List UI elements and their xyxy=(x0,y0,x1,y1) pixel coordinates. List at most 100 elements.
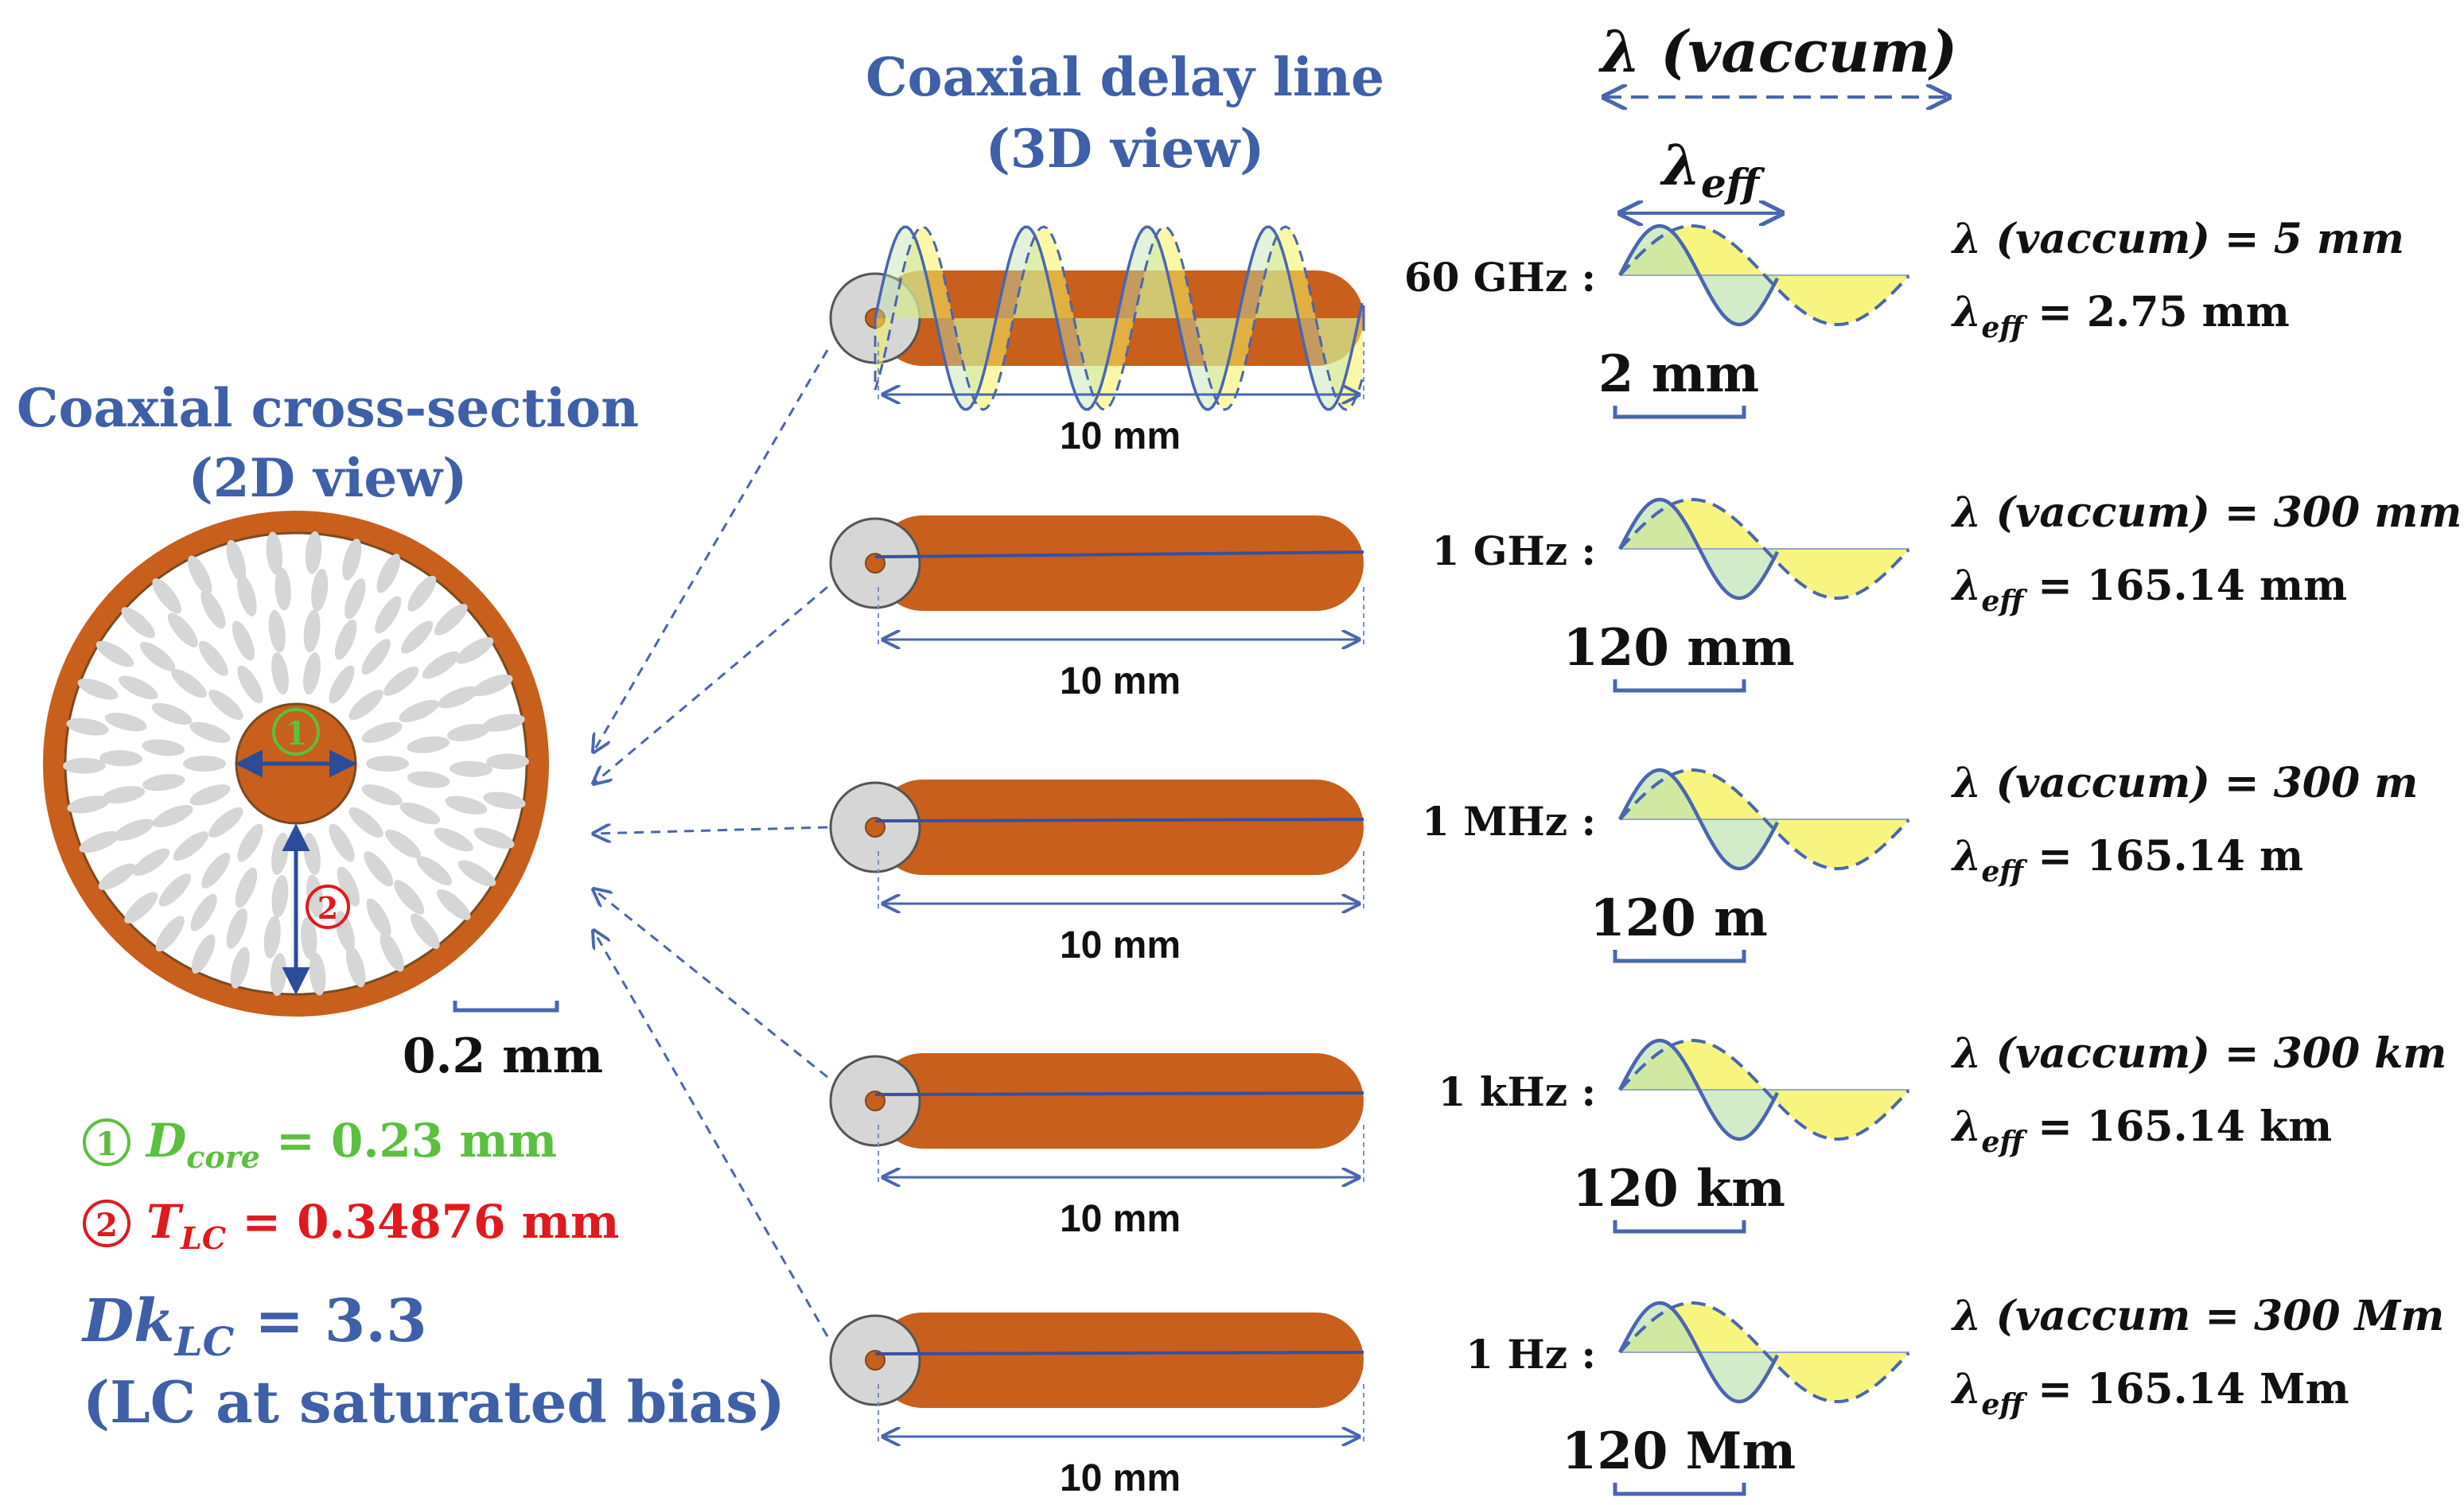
lc-molecule xyxy=(237,665,263,704)
lc-molecule xyxy=(456,637,494,664)
cable-length-label: 10 mm xyxy=(1060,415,1181,457)
lc-molecule xyxy=(142,739,185,756)
wave-fill-green xyxy=(875,227,1364,410)
lc-molecule xyxy=(309,952,326,996)
cable-body xyxy=(875,515,1364,611)
lc-molecule xyxy=(305,531,322,574)
lc-molecule xyxy=(457,860,496,887)
lc-molecule xyxy=(366,756,409,772)
lc-molecule xyxy=(226,539,247,581)
effective-wavelength-value: = 165.14 mm xyxy=(2023,562,2347,610)
lc-molecule xyxy=(66,718,109,736)
lc-molecule xyxy=(434,827,473,852)
lc-molecule xyxy=(306,874,324,918)
lc-molecule xyxy=(237,823,263,862)
delay-line-title: Coaxial delay line xyxy=(866,46,1384,108)
lc-molecule xyxy=(198,640,228,676)
wave-scale-bar xyxy=(1613,406,1746,419)
lc-molecule xyxy=(344,578,366,620)
lc-molecule xyxy=(173,831,208,861)
wave-scale-label: 120 Mm xyxy=(1562,1421,1796,1481)
cable-body xyxy=(875,1053,1364,1149)
lc-molecule xyxy=(95,640,134,667)
lc-molecule xyxy=(124,892,158,924)
wave-scale-bar xyxy=(1613,1220,1746,1234)
lc-molecule xyxy=(449,760,492,777)
lc-molecule xyxy=(303,609,321,653)
effective-wave-line xyxy=(1618,224,1779,327)
wave-scale-bar xyxy=(1613,679,1746,693)
vacuum-wavelength-value: λ (vaccum) = 5 mm xyxy=(1951,215,2404,263)
vacuum-wavelength-value: λ (vaccum) = 300 mm xyxy=(1951,488,2462,537)
effective-wavelength-value: = 165.14 m xyxy=(2023,832,2303,881)
lc-molecule xyxy=(446,723,490,741)
lc-molecule xyxy=(401,620,434,654)
lc-molecule xyxy=(274,567,291,611)
cable-length-label: 10 mm xyxy=(1060,1457,1181,1499)
cross-section-subtitle: (2D view) xyxy=(189,447,468,509)
cable-end-core xyxy=(865,817,886,838)
bias-note: (LC at saturated bias) xyxy=(83,1368,785,1436)
cross-section-title: Coaxial cross-section xyxy=(17,377,639,439)
effective-wave-line xyxy=(1618,768,1779,871)
lc-molecule xyxy=(329,665,355,704)
lc-molecule xyxy=(438,686,478,709)
frequency-label: 60 GHz : xyxy=(1404,254,1596,301)
lc-molecule xyxy=(364,851,394,887)
t-lc-legend: 2 TLC = 0.34876 mm xyxy=(83,1195,619,1256)
signal-wave-60ghz xyxy=(874,225,1365,411)
cross-section-scale-bar xyxy=(453,1001,559,1013)
lc-molecule xyxy=(183,756,226,772)
vacuum-wave-line xyxy=(1618,224,1910,327)
cable-center-conductor xyxy=(874,1351,1364,1355)
dk-lc-line: DkLC = 3.3 xyxy=(81,1287,427,1365)
effective-wavelength-line: λeff = 165.14 Mm xyxy=(1951,1365,2349,1421)
lc-molecule xyxy=(102,786,146,804)
cable-end-core xyxy=(865,553,886,574)
coaxial-delay-line: 10 mm xyxy=(829,225,1365,457)
cable-length-label: 10 mm xyxy=(1060,1198,1181,1240)
eff-subscript: eff xyxy=(1981,855,2027,889)
lc-molecule xyxy=(345,946,366,988)
lc-molecule xyxy=(142,774,185,791)
lc-molecule xyxy=(226,908,247,949)
lc-molecule xyxy=(151,702,193,725)
lc-molecule xyxy=(399,699,439,723)
t-lc-symbol: T xyxy=(146,1195,184,1249)
coaxial-delay-line: 10 mm xyxy=(829,1053,1364,1240)
wave-scale-label: 2 mm xyxy=(1598,344,1759,404)
lc-molecule xyxy=(416,856,453,886)
lc-molecule xyxy=(407,736,450,753)
lc-molecule xyxy=(366,898,391,938)
effective-wavelength-line: λeff = 165.14 mm xyxy=(1951,562,2347,618)
lc-molecule xyxy=(200,589,226,629)
lc-molecule xyxy=(445,795,488,815)
marker-2-label: 2 xyxy=(317,890,338,926)
wave-scale-bar xyxy=(1613,1483,1746,1496)
lc-molecule xyxy=(191,934,216,974)
effective-wavelength-value: = 165.14 km xyxy=(2023,1102,2332,1151)
lc-molecule xyxy=(266,531,283,575)
marker-1-label: 1 xyxy=(285,715,307,752)
lc-molecule xyxy=(422,651,459,679)
lc-molecule xyxy=(133,848,170,877)
vacuum-wave-line xyxy=(1618,768,1910,871)
lc-molecule xyxy=(119,675,158,700)
coaxial-delay-line: 10 mm xyxy=(829,515,1364,702)
lc-molecule xyxy=(334,619,357,660)
vacuum-wave-line xyxy=(1618,1301,1910,1404)
lc-molecule xyxy=(98,863,136,890)
lc-molecule xyxy=(152,578,181,614)
lc-molecule xyxy=(237,574,257,616)
lc-molecule xyxy=(399,802,441,825)
lc-molecule xyxy=(361,784,403,806)
t-lc-value: = 0.34876 mm xyxy=(226,1195,619,1249)
svg-text:2: 2 xyxy=(95,1207,118,1244)
svg-text:TLC = 0.34876 mm: TLC = 0.34876 mm xyxy=(146,1195,619,1256)
lc-molecule xyxy=(104,713,147,732)
